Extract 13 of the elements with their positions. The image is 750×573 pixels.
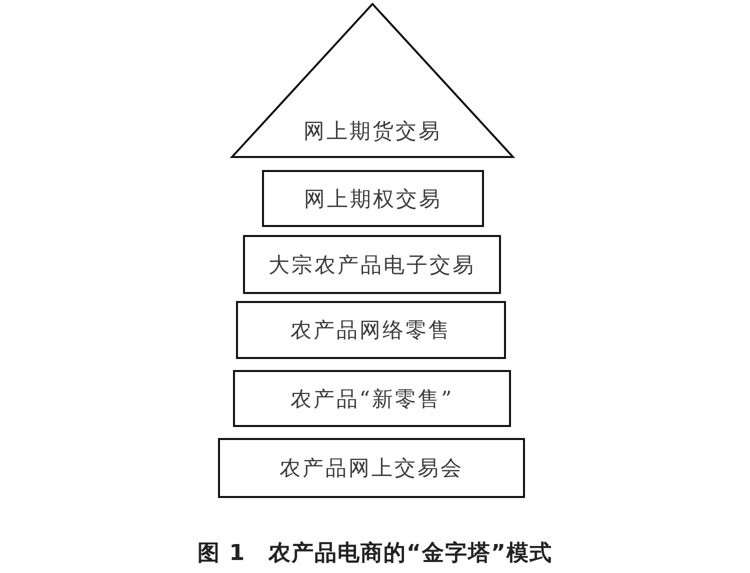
tier-label: 农产品网上交易会 <box>280 455 464 481</box>
tier-label: 农产品网络零售 <box>290 317 452 343</box>
tier-label: 网上期货交易 <box>304 118 442 144</box>
pyramid-tier-box <box>262 170 484 227</box>
tier-label: 大宗农产品电子交易 <box>268 252 476 278</box>
pyramid-tier-box <box>243 235 501 294</box>
figure-caption: 图 1 农产品电商的“金字塔”模式 <box>198 540 552 568</box>
pyramid-tier-box <box>218 438 525 498</box>
pyramid-apex-triangle <box>231 3 514 158</box>
pyramid-tier-box <box>233 370 511 427</box>
tier-label: 网上期权交易 <box>304 186 442 212</box>
pyramid-tier-box <box>236 301 506 359</box>
tier-label: 农产品“新零售” <box>290 386 454 412</box>
